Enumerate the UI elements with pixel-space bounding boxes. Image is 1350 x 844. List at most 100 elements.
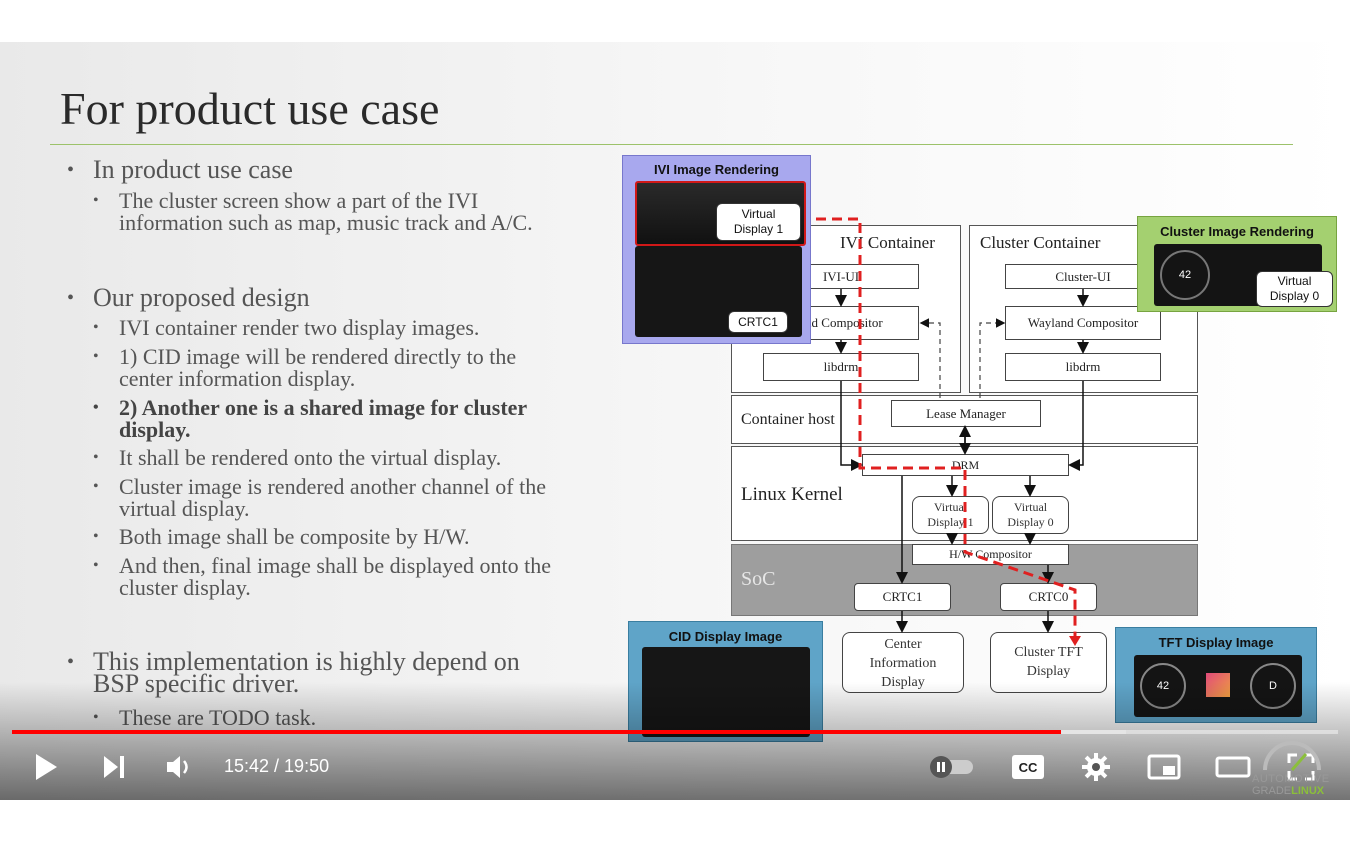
- cd-line2: Information: [869, 656, 937, 671]
- cl-tag-line2: Display 0: [1269, 289, 1320, 303]
- bullet-text: cluster display.: [119, 575, 251, 600]
- vd1-line1: Virtual: [933, 500, 968, 514]
- virtual-display-1-box: Virtual Display 1: [912, 496, 989, 534]
- bullet-dot: •: [67, 287, 75, 309]
- vd1-line2: Display 1: [927, 515, 974, 529]
- tft-line1: Cluster TFT: [1014, 645, 1083, 660]
- bullet-dot: •: [67, 651, 75, 673]
- bullet-text: The cluster screen show a part of the IV…: [119, 188, 479, 213]
- mute-button[interactable]: [162, 747, 198, 787]
- bullet-dot: •: [93, 399, 99, 416]
- bullet-item: • This implementation is highly depend on: [67, 647, 520, 676]
- skip-next-icon: [104, 756, 124, 778]
- bullet-item: virtual display.: [119, 496, 250, 521]
- bullet-text: virtual display.: [119, 496, 250, 521]
- play-button[interactable]: [28, 747, 64, 787]
- cluster-container-label: Cluster Container: [980, 233, 1101, 252]
- bullet-text: display.: [119, 417, 191, 442]
- ivi-tag-line2: Display 1: [733, 222, 784, 236]
- autoplay-toggle[interactable]: [926, 747, 978, 787]
- bullet-text: It shall be rendered onto the virtual di…: [119, 445, 502, 470]
- cluster-virtual-display-tag: Virtual Display 0: [1256, 271, 1333, 307]
- cluster-image-panel: Cluster Image Rendering 42 Virtual Displ…: [1137, 216, 1337, 312]
- bullet-dot: •: [93, 557, 99, 574]
- bullet-item: •1) CID image will be rendered directly …: [93, 346, 516, 368]
- bullet-item: information such as map, music track and…: [119, 212, 533, 234]
- bullet-item: •Cluster image is rendered another chann…: [93, 476, 546, 498]
- miniplayer-button[interactable]: [1146, 747, 1182, 787]
- theater-button[interactable]: [1214, 747, 1252, 787]
- svg-text:CC: CC: [1019, 760, 1038, 775]
- bullet-text: And then, final image shall be displayed…: [119, 553, 551, 578]
- cd-line1: Center: [884, 637, 922, 652]
- crtc1-box: CRTC1: [854, 583, 951, 611]
- play-icon: [36, 754, 57, 780]
- bullet-text: This implementation is highly depend on: [93, 647, 520, 676]
- vd0-line1: Virtual: [1013, 500, 1048, 514]
- container-host-label: Container host: [741, 411, 835, 428]
- ivi-virtual-display-tag: Virtual Display 1: [716, 203, 801, 241]
- agl-text-1: AUTOMOTIVE: [1252, 773, 1330, 785]
- agl-logo-icon: [1263, 741, 1321, 771]
- bullet-item: • IVI container render two display images…: [93, 315, 480, 340]
- subtitles-button[interactable]: CC: [1010, 747, 1046, 787]
- bullet-item: • In product use case: [67, 155, 293, 184]
- gear-icon: [1082, 753, 1110, 781]
- cid-panel-title: CID Display Image: [668, 629, 783, 644]
- linux-kernel-label: Linux Kernel: [741, 484, 843, 505]
- bullet-item: • Our proposed design: [67, 283, 310, 312]
- soc-label: SoC: [741, 568, 776, 590]
- autoplay-toggle-icon: [930, 756, 973, 778]
- cluster-ui-box: Cluster-UI: [1005, 264, 1161, 289]
- bullet-text: IVI container render two display images.: [119, 315, 480, 340]
- cluster-compositor-box: Wayland Compositor: [1005, 306, 1161, 340]
- bullet-text: 2) Another one is a shared image for clu…: [119, 395, 528, 420]
- bullet-dot: •: [93, 348, 99, 365]
- bullet-text: Our proposed design: [93, 283, 310, 312]
- bullet-item: • Both image shall be composite by H/W.: [93, 524, 470, 549]
- ivi-image-panel: IVI Image Rendering Virtual Display 1 CR…: [622, 155, 811, 344]
- bullet-item: • And then, final image shall be displaye…: [93, 553, 551, 578]
- theater-mode-icon: [1215, 756, 1251, 778]
- progress-played: [12, 730, 1061, 734]
- bullet-text: In product use case: [93, 155, 293, 184]
- hw-compositor-box: H/W Compositor: [912, 544, 1069, 565]
- cc-icon: CC: [1012, 755, 1044, 779]
- agl-linux: LINUX: [1291, 785, 1325, 797]
- bullet-item: • 2) Another one is a shared image for cl…: [93, 395, 528, 420]
- agl-text-2: GRADELINUX: [1252, 785, 1324, 797]
- tft-panel-title: TFT Display Image: [1158, 635, 1274, 650]
- bullet-dot: •: [93, 449, 99, 466]
- bullet-text: center information display.: [119, 366, 356, 391]
- tft-line2: Display: [1026, 664, 1071, 679]
- slide-title: For product use case: [60, 83, 440, 134]
- diagram-connectors: [800, 217, 1089, 646]
- vd0-line2: Display 0: [1007, 515, 1054, 529]
- bullet-dot: •: [93, 478, 99, 495]
- title-divider: [50, 144, 1293, 145]
- bullet-item: center information display.: [119, 366, 356, 391]
- bullet-dot: •: [93, 528, 99, 545]
- cluster-panel-title: Cluster Image Rendering: [1160, 224, 1314, 239]
- miniplayer-icon: [1147, 754, 1181, 780]
- video-player[interactable]: For product use case • In product use cas…: [0, 42, 1350, 800]
- bullet-dot: •: [67, 159, 75, 181]
- ivi-tag-line1: Virtual: [741, 207, 776, 221]
- volume-icon: [167, 756, 188, 778]
- controls-gradient: [0, 682, 1350, 800]
- bullet-item: • It shall be rendered onto the virtual d…: [93, 445, 502, 470]
- ivi-panel-title: IVI Image Rendering: [654, 162, 779, 177]
- bullet-item: display.: [119, 417, 191, 442]
- ivi-libdrm-box: libdrm: [763, 353, 919, 381]
- settings-button[interactable]: [1078, 747, 1114, 787]
- bullet-text: Both image shall be composite by H/W.: [119, 524, 470, 549]
- agl-grade: GRADE: [1252, 785, 1292, 797]
- cluster-gauge-left: 42: [1160, 250, 1210, 300]
- cluster-libdrm-box: libdrm: [1005, 353, 1161, 381]
- bullet-dot: •: [93, 319, 99, 336]
- next-button[interactable]: [96, 747, 132, 787]
- cl-tag-line1: Virtual: [1277, 274, 1312, 288]
- ivi-crtc1-tag: CRTC1: [728, 311, 788, 333]
- bullet-item: cluster display.: [119, 575, 251, 600]
- agl-watermark: AUTOMOTIVE GRADELINUX: [1250, 740, 1335, 800]
